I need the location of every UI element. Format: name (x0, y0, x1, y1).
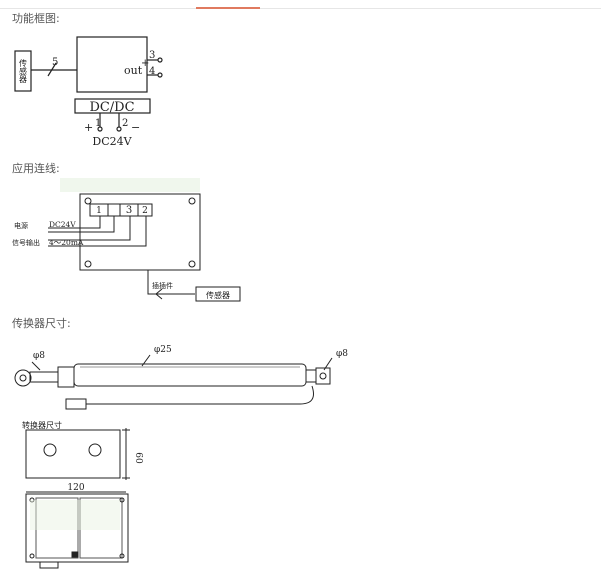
power-wire-a (48, 216, 101, 229)
top-divider (0, 8, 601, 9)
right-eye-block (315, 367, 331, 385)
dia-tube-label: φ25 (154, 345, 172, 355)
top-view-compartment-right (79, 497, 123, 559)
terminal-3 (157, 57, 163, 63)
signal-wire-b (48, 216, 147, 247)
top-screw-tr (119, 497, 125, 503)
sensor-dims-title: 传换器尺寸: (12, 317, 71, 330)
side-hole-right (88, 443, 102, 457)
terminal-2 (116, 126, 122, 132)
connector-label: 插插件 (152, 281, 173, 290)
box-caption: 转换器尺寸 (22, 420, 62, 430)
terminal-label-2: 2 (142, 206, 148, 216)
left-rod (29, 371, 59, 383)
dia-right-leader (323, 357, 333, 371)
pin4-label: 4 (149, 66, 155, 77)
right-eye-hole (319, 372, 327, 380)
supply-plus: + (84, 121, 93, 134)
block-diagram-title: 功能框图: (12, 12, 60, 25)
input-pin-label: 5 (52, 57, 58, 68)
converter-side-view (25, 429, 121, 479)
terminal-label-3: 3 (126, 205, 132, 216)
sensor-cable-return (86, 385, 314, 405)
dia-right-label: φ8 (336, 349, 348, 359)
converter-top-view (25, 493, 129, 563)
bg-artifact-green (60, 178, 200, 192)
terminal-4 (157, 72, 163, 78)
terminal-1 (97, 126, 103, 132)
cable-gland (71, 551, 79, 558)
dcdc-box (74, 98, 151, 114)
right-collar (305, 369, 317, 383)
top-screw-tl (29, 497, 35, 503)
sensor-side-box (14, 50, 32, 92)
dia-left-leader (31, 361, 41, 371)
supply-label: DC24V (92, 135, 132, 148)
top-view-compartment-left (35, 497, 79, 559)
sensor-cable (147, 270, 195, 295)
pin1-label: 1 (95, 118, 101, 129)
connector-chevron (155, 288, 163, 300)
power-wire-b (48, 216, 115, 233)
left-eye-inner (19, 374, 27, 382)
corner-hole-tl (84, 197, 92, 205)
input-slash (47, 62, 57, 77)
sensor-box (195, 286, 241, 302)
cable-plug (65, 398, 87, 410)
height-label: 60 (133, 452, 143, 464)
left-collar (57, 366, 75, 388)
width-label: 120 (67, 483, 84, 493)
block-diagram (14, 36, 163, 132)
signal-value: 4～20mA (49, 238, 84, 247)
pin3-label: 3 (149, 50, 155, 61)
sensor-box-label: 传感器 (206, 290, 230, 300)
bottom-mount-tab (39, 561, 59, 569)
sensor-side-label: 传感器 (19, 58, 28, 84)
wiring-diagram (48, 178, 241, 302)
corner-hole-bl (84, 260, 92, 268)
out-plus: + (141, 58, 149, 69)
side-hole-left (43, 443, 57, 457)
out-label: out (124, 64, 143, 77)
terminal-strip (89, 203, 153, 217)
terminal-label-1: 1 (96, 206, 102, 216)
signal-wire-a (48, 216, 131, 241)
corner-hole-br (188, 260, 196, 268)
signal-label: 信号输出 (12, 238, 40, 247)
dia-left-label: φ8 (33, 351, 45, 361)
sensor-drawing (14, 354, 333, 410)
module-box (76, 36, 148, 93)
top-screw-bl (29, 553, 35, 559)
wiring-title: 应用连线: (12, 162, 60, 175)
dia-tube-leader (141, 354, 151, 367)
power-value: DC24V (49, 220, 76, 229)
bg-artifact-green-2 (30, 500, 120, 530)
top-screw-br (119, 553, 125, 559)
corner-hole-tr (188, 197, 196, 205)
pin2-label: 2 (122, 118, 128, 129)
dcdc-label: DC/DC (89, 100, 134, 115)
top-accent-bar (196, 7, 260, 9)
power-label: 电源 (14, 221, 28, 230)
supply-minus: − (131, 121, 140, 134)
left-eye-outer (14, 369, 32, 387)
converter-drawing (25, 428, 130, 569)
